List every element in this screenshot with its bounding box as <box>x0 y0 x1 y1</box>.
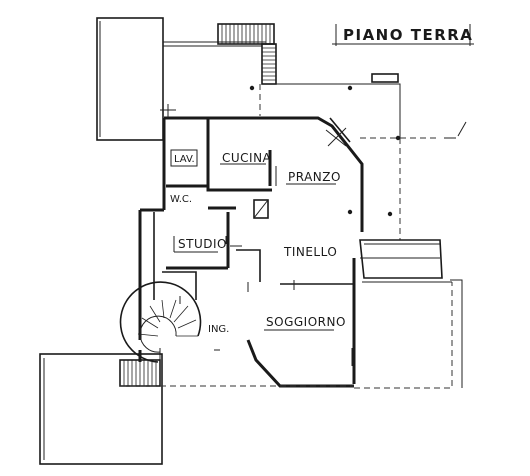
portico-outline <box>120 279 463 389</box>
terrace-top-left <box>96 17 266 141</box>
room-label-studio: STUDIO <box>178 237 227 251</box>
room-label-lav: LAV. <box>174 154 195 165</box>
room-labels: LAV. CUCINA PRANZO W.C. STUDIO TINELLO I… <box>170 149 346 335</box>
spiral-stair <box>119 281 202 363</box>
plan-title: PIANO TERRA <box>343 26 473 44</box>
room-label-soggiorno: SOGGIORNO <box>266 315 346 329</box>
room-label-tinello: TINELLO <box>283 245 337 259</box>
chimney <box>253 199 269 219</box>
room-label-ingresso: ING. <box>208 324 229 335</box>
interior-walls <box>162 117 354 300</box>
terrace-bottom-left <box>39 353 163 465</box>
room-label-cucina: CUCINA <box>222 151 272 165</box>
title-block: PIANO TERRA <box>332 24 474 46</box>
external-walls <box>138 116 364 388</box>
exterior-stair-top <box>217 23 277 85</box>
porch-outline <box>249 73 467 240</box>
door-marks <box>160 104 347 351</box>
room-label-wc: W.C. <box>170 194 192 205</box>
balcony-right <box>359 239 443 279</box>
room-label-pranzo: PRANZO <box>288 170 341 184</box>
